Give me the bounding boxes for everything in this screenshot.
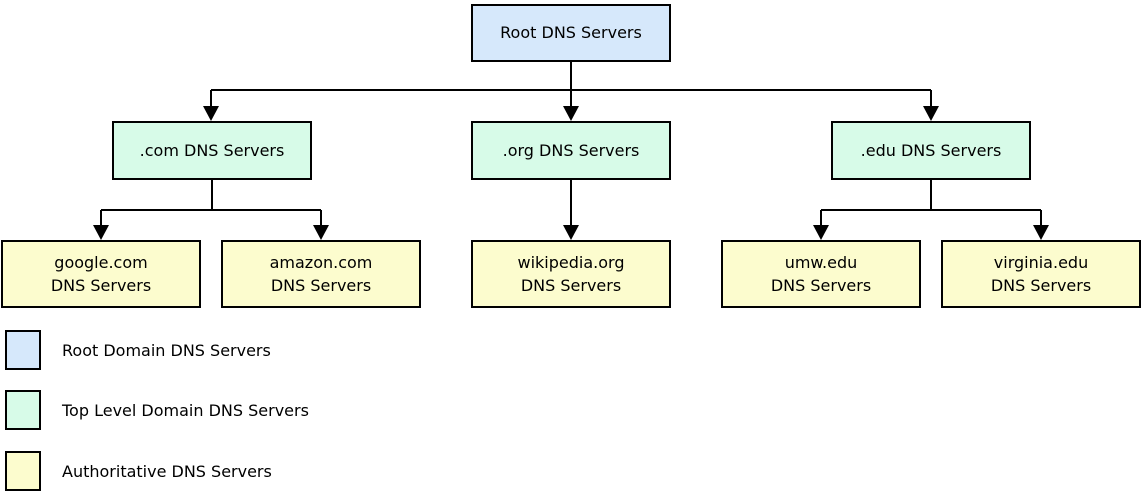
node-label-line2: DNS Servers [990, 276, 1092, 295]
node-label-line1: wikipedia.org [517, 252, 625, 272]
legend-label: Top Level Domain DNS Servers [62, 400, 309, 420]
node-label-line2: DNS Servers [270, 276, 372, 295]
node-label-line1: google.com [54, 252, 148, 272]
node-umw-dns-servers: umw.edu DNS Servers [721, 240, 921, 308]
node-label-line2: DNS Servers [770, 276, 872, 295]
node-label-line2: DNS Servers [520, 276, 622, 295]
arrowheads [93, 106, 1049, 240]
node-label: .edu DNS Servers [860, 140, 1002, 160]
node-label: .com DNS Servers [139, 140, 285, 160]
node-edu-dns-servers: .edu DNS Servers [831, 121, 1031, 180]
node-label: Root DNS Servers [500, 23, 642, 43]
node-com-dns-servers: .com DNS Servers [112, 121, 312, 180]
node-wikipedia-dns-servers: wikipedia.org DNS Servers [471, 240, 671, 308]
legend-swatch-tld [5, 390, 41, 430]
node-google-dns-servers: google.com DNS Servers [1, 240, 201, 308]
node-label-line1: amazon.com [269, 252, 373, 272]
legend-swatch-root [5, 330, 41, 370]
node-label: .org DNS Servers [502, 140, 640, 160]
node-label-line1: umw.edu [784, 252, 858, 272]
node-virginia-dns-servers: virginia.edu DNS Servers [941, 240, 1141, 308]
node-root-dns-servers: Root DNS Servers [471, 4, 671, 62]
node-label-line2: DNS Servers [50, 276, 152, 295]
legend-swatch-authoritative [5, 451, 41, 491]
legend-label: Authoritative DNS Servers [62, 461, 272, 481]
node-label-line1: virginia.edu [993, 252, 1089, 272]
legend-label: Root Domain DNS Servers [62, 340, 271, 360]
node-amazon-dns-servers: amazon.com DNS Servers [221, 240, 421, 308]
node-org-dns-servers: .org DNS Servers [471, 121, 671, 180]
